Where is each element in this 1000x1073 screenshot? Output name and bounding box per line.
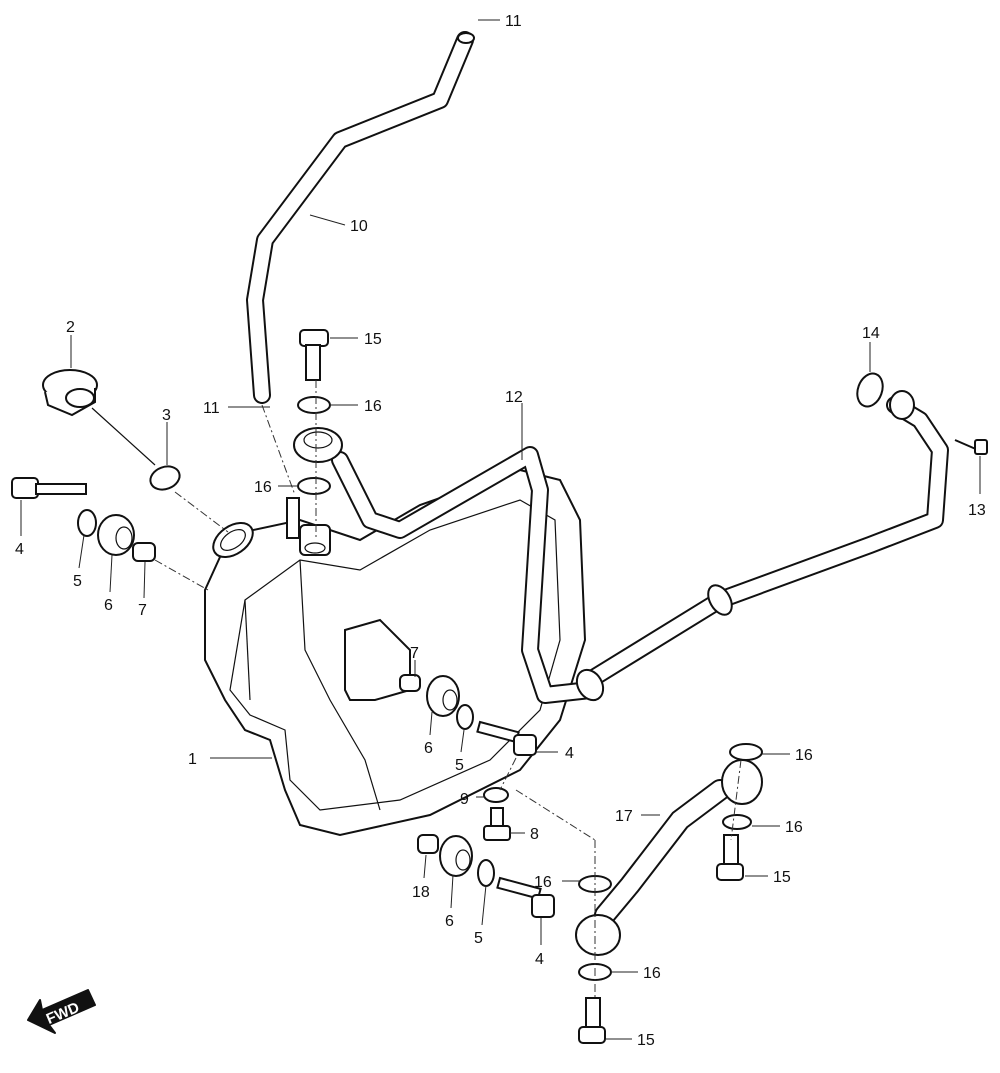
o-ring-3 bbox=[149, 465, 181, 491]
callout-1: 1 bbox=[188, 751, 197, 768]
callout-11-bottom: 11 bbox=[203, 400, 220, 417]
callout-16-right-top: 16 bbox=[795, 747, 813, 764]
callout-7-left: 7 bbox=[138, 602, 147, 619]
callout-13: 13 bbox=[968, 502, 986, 519]
callout-8: 8 bbox=[530, 826, 539, 843]
callout-15-top: 15 bbox=[364, 331, 382, 348]
callout-16-mid: 16 bbox=[254, 479, 272, 496]
callout-6-left: 6 bbox=[104, 597, 113, 614]
oil-tank bbox=[204, 468, 587, 837]
callout-7-center: 7 bbox=[410, 645, 419, 662]
callout-16-lower: 16 bbox=[534, 874, 552, 891]
callout-18: 18 bbox=[412, 884, 430, 901]
callout-14: 14 bbox=[862, 325, 880, 342]
callout-5-left: 5 bbox=[73, 573, 82, 590]
callout-12: 12 bbox=[505, 389, 523, 406]
mount-stack-center bbox=[399, 674, 537, 756]
callout-5-bottom: 5 bbox=[474, 930, 483, 947]
mount-stack-bottom bbox=[417, 834, 555, 918]
callout-15-bottom: 15 bbox=[637, 1032, 655, 1049]
callout-16-top: 16 bbox=[364, 398, 382, 415]
callout-5-center: 5 bbox=[455, 757, 464, 774]
callout-6-bottom: 6 bbox=[445, 913, 454, 930]
callout-16-right-mid: 16 bbox=[785, 819, 803, 836]
callout-9: 9 bbox=[460, 791, 469, 808]
callout-3: 3 bbox=[162, 407, 171, 424]
callout-4-center: 4 bbox=[565, 745, 574, 762]
fwd-label: FWD bbox=[44, 999, 82, 1028]
callout-17: 17 bbox=[615, 808, 633, 825]
mount-stack-left bbox=[11, 477, 156, 562]
callout-2: 2 bbox=[66, 319, 75, 336]
callout-4-left: 4 bbox=[15, 541, 24, 558]
callout-16-bottom: 16 bbox=[643, 965, 661, 982]
fwd-arrow-icon: FWD bbox=[27, 989, 96, 1034]
callout-15-right: 15 bbox=[773, 869, 791, 886]
filler-cap bbox=[42, 369, 156, 466]
o-ring-14 bbox=[856, 372, 884, 408]
callout-4-bottom: 4 bbox=[535, 951, 544, 968]
callout-10: 10 bbox=[350, 218, 368, 235]
callout-11-top: 11 bbox=[505, 13, 522, 30]
callout-6-center: 6 bbox=[424, 740, 433, 757]
